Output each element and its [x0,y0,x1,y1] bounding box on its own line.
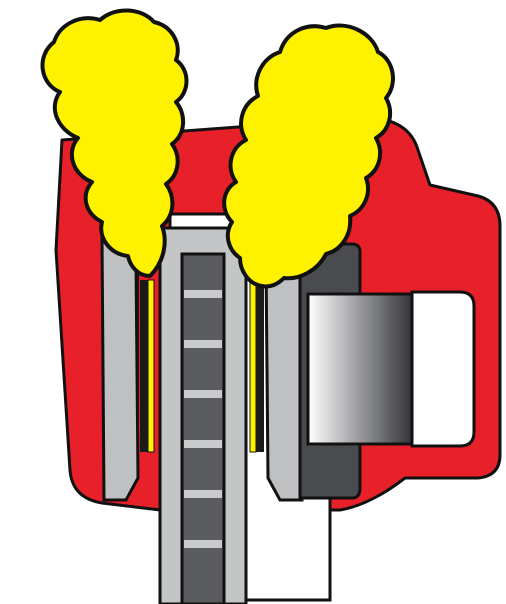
piston-bore [412,292,474,446]
rotor-core [182,254,224,604]
pad-friction-right [256,280,264,452]
brake-pad-left [102,234,138,500]
heat-line-left [148,280,154,452]
caliper-piston [308,294,416,444]
pad-friction-left [140,280,148,452]
heat-line-right [250,280,256,452]
